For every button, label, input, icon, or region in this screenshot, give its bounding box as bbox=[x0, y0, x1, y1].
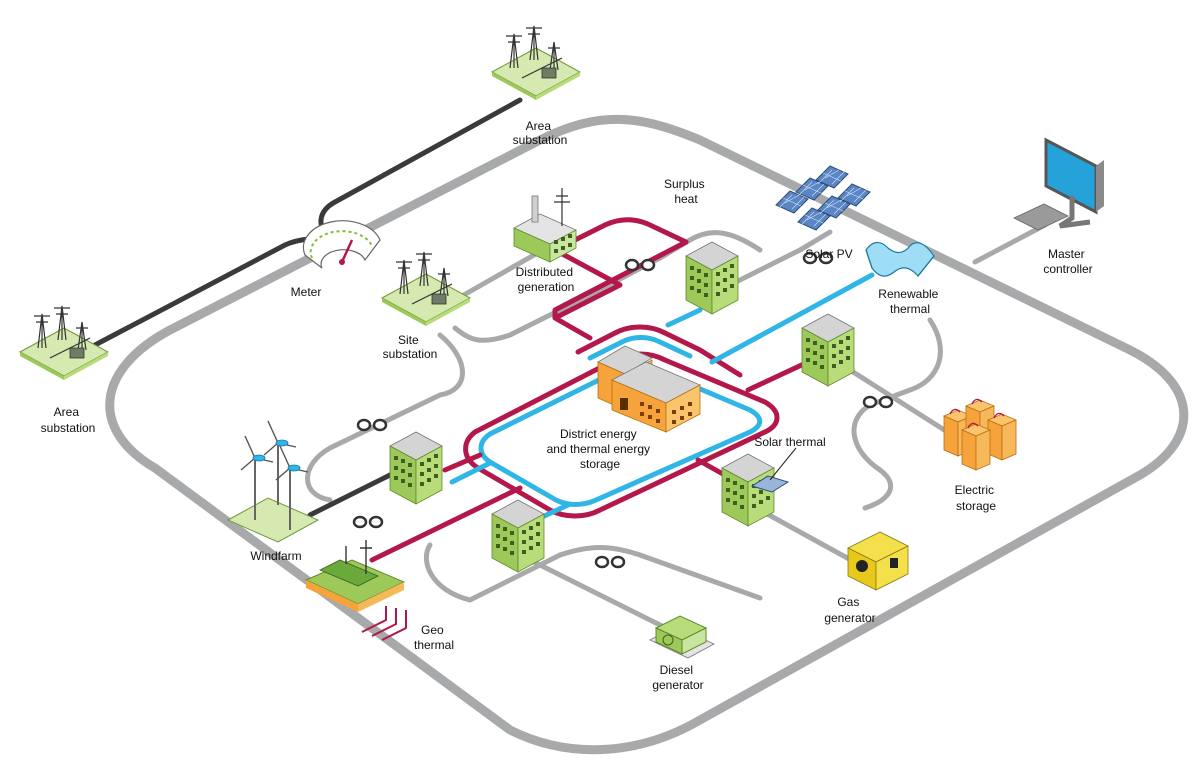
site-substation-icon bbox=[381, 251, 471, 327]
windfarm-label: Windfarm bbox=[250, 549, 301, 563]
building-icon bbox=[389, 431, 443, 505]
connector-rings-icon bbox=[352, 515, 384, 529]
building-icon bbox=[801, 313, 855, 387]
geo-thermal-icon bbox=[304, 540, 407, 641]
master-controller-label: Master controller bbox=[1043, 247, 1092, 276]
meter-label: Meter bbox=[291, 285, 322, 299]
distributed-generation-label: Distributed generation bbox=[516, 265, 577, 294]
solar-thermal-icon bbox=[750, 447, 797, 493]
distributed-generation-icon bbox=[513, 188, 577, 263]
outer-grid-loop bbox=[105, 114, 1189, 755]
district-heat-network bbox=[369, 217, 875, 563]
area-substation-top-label: Area substation bbox=[513, 119, 568, 147]
site-substation-label: Site substation bbox=[383, 333, 438, 361]
building-icon bbox=[491, 499, 545, 573]
renewable-thermal-label: Renewable thermal bbox=[878, 287, 941, 316]
meter-icon bbox=[302, 220, 381, 269]
solar-pv-label: Solar PV bbox=[805, 247, 852, 261]
renewable-thermal-icon bbox=[865, 241, 935, 277]
geo-thermal-label: Geo thermal bbox=[414, 623, 454, 652]
windfarm-icon bbox=[226, 420, 320, 543]
gas-generator-icon bbox=[847, 531, 909, 591]
electric-storage-icon bbox=[943, 398, 1017, 471]
solar-thermal-label: Solar thermal bbox=[754, 435, 825, 449]
master-controller-icon bbox=[1013, 137, 1104, 231]
area-substation-left-label: Area substation bbox=[41, 405, 96, 435]
diesel-generator-label: Diesel generator bbox=[652, 663, 703, 692]
gas-generator-label: Gas generator bbox=[824, 595, 875, 625]
building-icon bbox=[685, 241, 739, 315]
district-energy-building-icon bbox=[597, 345, 701, 433]
area-substation-top-icon bbox=[491, 25, 581, 101]
connector-rings-icon bbox=[594, 555, 626, 569]
district-energy-label: District energy and thermal energy stora… bbox=[547, 427, 654, 471]
diesel-generator-icon bbox=[649, 615, 715, 659]
electric-storage-label: Electric storage bbox=[955, 483, 998, 513]
surplus-heat-label: Surplus heat bbox=[664, 177, 708, 206]
